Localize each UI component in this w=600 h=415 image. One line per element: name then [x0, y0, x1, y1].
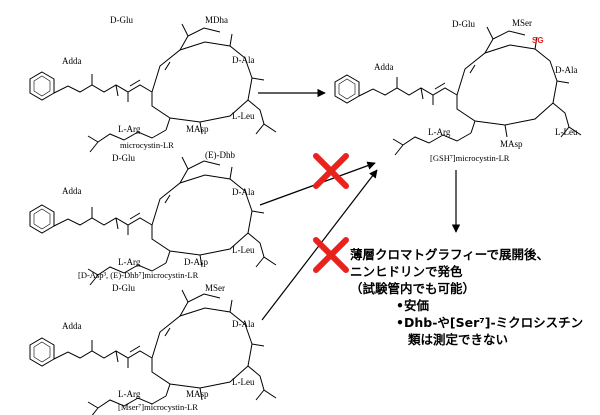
note-bullet-limitation: •Dhb-や[Ser⁷]-ミクロシスチン: [396, 315, 584, 330]
microcystin-lr-structure: [29, 23, 277, 153]
label-d-glu: D-Glu: [452, 19, 475, 29]
label-sg: SG: [532, 36, 544, 45]
label-l-leu: L-Leu: [555, 127, 578, 137]
label-masp: MAsp: [186, 389, 209, 399]
label-l-arg: L-Arg: [118, 389, 141, 399]
label-adda: Adda: [62, 56, 82, 66]
label-d-glu: D-Glu: [110, 15, 133, 25]
note-bullet-limitation-cont: 類は測定できない: [408, 332, 509, 347]
gsh-microcystin-structure: [334, 26, 582, 156]
label-adda: Adda: [62, 186, 82, 196]
label-masp: MAsp: [500, 139, 523, 149]
label-l-arg: L-Arg: [118, 257, 141, 267]
note-line-1: 薄層クロマトグラフィーで展開後、: [350, 247, 550, 262]
note-line-3: （試験管内でも可能）: [350, 281, 476, 296]
label-mdha: MDha: [205, 15, 228, 25]
label-l-leu: L-Leu: [232, 377, 255, 387]
label-l-leu: L-Leu: [232, 111, 255, 121]
caption-gsh-microcystin: [GSH⁷]microcystin-LR: [430, 153, 510, 163]
label-mser: MSer: [512, 18, 532, 28]
caption-mser-microcystin: [Mser⁷]microcystin-LR: [118, 402, 198, 412]
dasp-dhb-microcystin-structure: [29, 156, 277, 286]
label-l-arg: L-Arg: [118, 124, 141, 134]
label-l-leu: L-Leu: [232, 245, 255, 255]
label-adda: Adda: [62, 321, 82, 331]
label-d-ala: D-Ala: [232, 187, 255, 197]
detection-note: 薄層クロマトグラフィーで展開後、 ニンヒドリンで発色 （試験管内でも可能） •安…: [350, 246, 583, 348]
label-d-ala: D-Ala: [555, 65, 578, 75]
caption-dasp-dhb-microcystin: [D-Asp³, (E)-Dhb⁷]microcystin-LR: [78, 270, 199, 280]
label-d-asp: D-Asp: [184, 257, 208, 267]
cross-mark-icon: [313, 153, 349, 189]
label-masp: MAsp: [186, 124, 209, 134]
label-adda: Adda: [374, 62, 394, 72]
label-e-dhb: (E)-Dhb: [205, 150, 235, 160]
cross-mark-icon: [313, 237, 349, 273]
label-mser: MSer: [205, 283, 225, 293]
label-d-ala: D-Ala: [232, 55, 255, 65]
note-line-2: ニンヒドリンで発色: [350, 264, 463, 279]
mser-microcystin-structure: [29, 289, 277, 415]
label-l-arg: L-Arg: [428, 127, 451, 137]
label-d-glu: D-Glu: [112, 153, 135, 163]
label-d-ala: D-Ala: [232, 319, 255, 329]
label-d-glu: D-Glu: [112, 283, 135, 293]
caption-microcystin-lr: microcystin-LR: [120, 140, 174, 150]
note-bullet-cheap: •安価: [396, 298, 429, 313]
